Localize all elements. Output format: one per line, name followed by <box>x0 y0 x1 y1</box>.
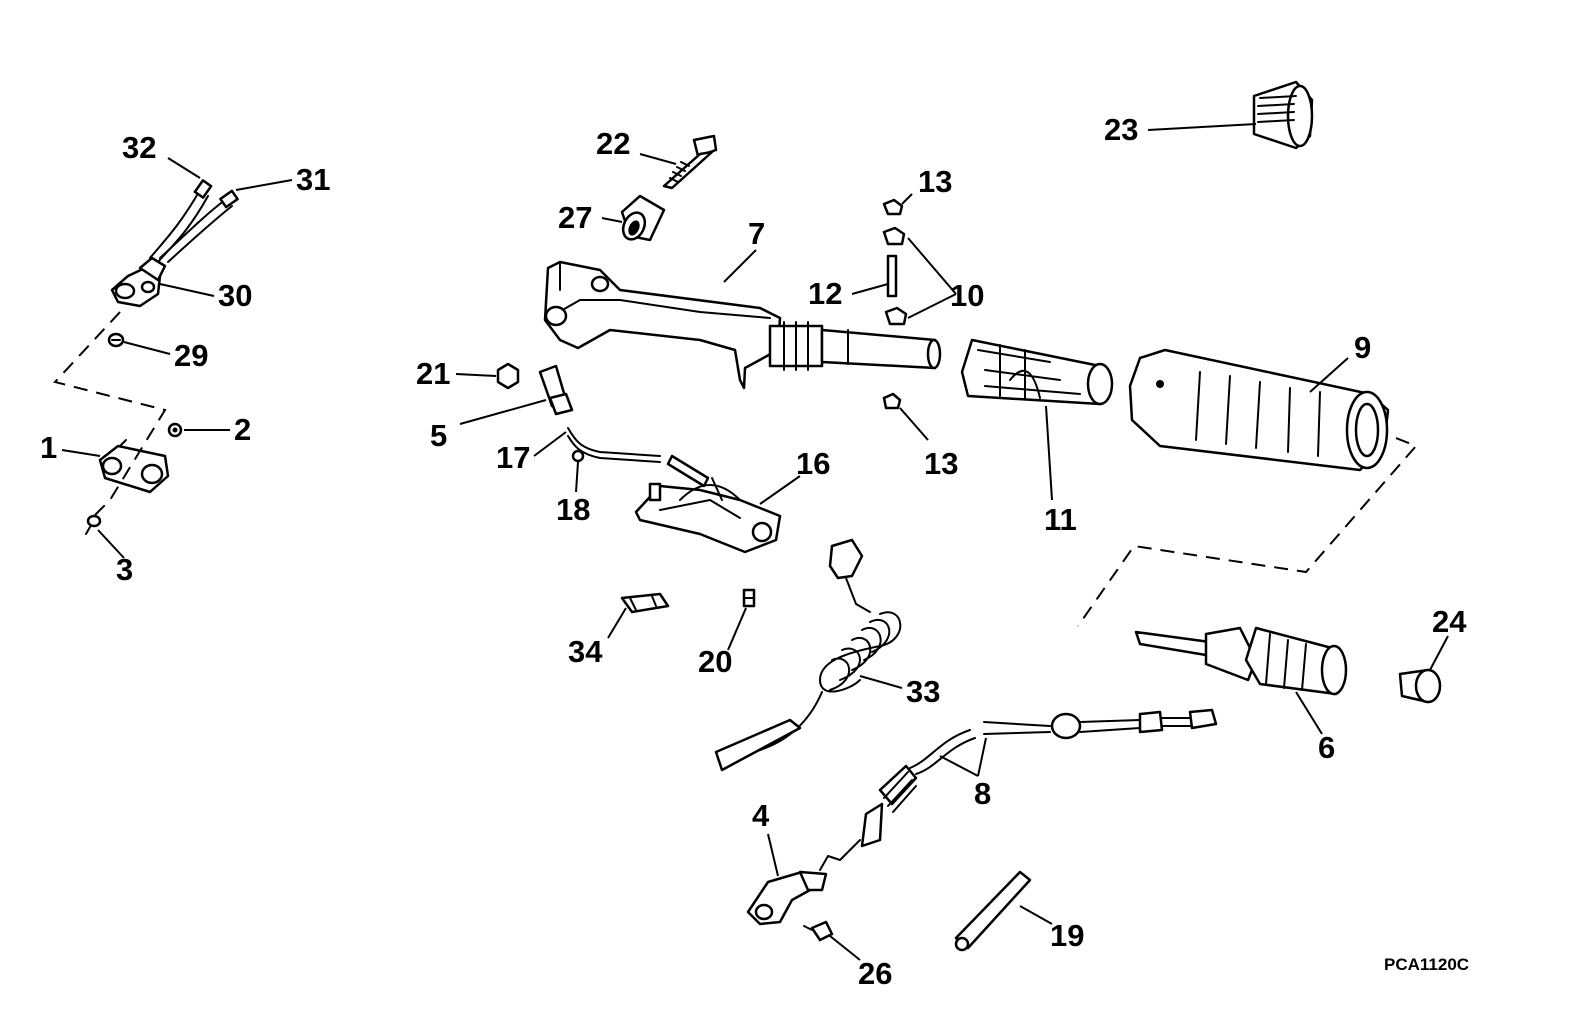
callout-12: 12 <box>808 276 842 311</box>
callout-18: 18 <box>556 492 590 527</box>
callout-6: 6 <box>1318 730 1335 765</box>
callout-24: 24 <box>1432 604 1467 639</box>
callout-5: 5 <box>430 418 447 453</box>
part-wire-harness-30 <box>110 179 239 308</box>
part-screw-20 <box>742 588 756 608</box>
part-spacers-10-13 <box>882 198 908 410</box>
part-tiller-arm-7 <box>543 260 942 390</box>
callout-1: 1 <box>40 430 57 465</box>
part-nut-21 <box>496 362 520 390</box>
callout-4: 4 <box>752 798 770 833</box>
part-plug-5 <box>538 364 574 416</box>
part-screw-29 <box>107 332 125 348</box>
callout-17: 17 <box>496 440 530 475</box>
callout-30: 30 <box>218 278 252 313</box>
callout-11: 11 <box>1044 502 1077 537</box>
assembly-line-left <box>53 311 167 516</box>
part-throttle-cam-11 <box>960 338 1114 406</box>
callout-31: 31 <box>296 162 330 197</box>
part-lanyard-33 <box>714 538 902 772</box>
assembly-line-right <box>1077 437 1418 627</box>
callout-23: 23 <box>1104 112 1138 147</box>
part-screw-3 <box>85 514 102 535</box>
callout-19: 19 <box>1050 918 1084 953</box>
callout-32: 32 <box>122 130 156 165</box>
callout-27: 27 <box>558 200 592 235</box>
callout-20: 20 <box>698 644 732 679</box>
part-stop-switch-16 <box>634 477 782 554</box>
callout-7: 7 <box>748 216 765 251</box>
part-rod-19 <box>954 870 1032 952</box>
callout-13-top: 13 <box>918 164 952 199</box>
callout-16: 16 <box>796 446 830 481</box>
part-grip-9 <box>1128 348 1390 472</box>
part-cap-24 <box>1398 668 1442 704</box>
callout-3: 3 <box>116 552 133 587</box>
callout-2: 2 <box>234 412 251 447</box>
callout-13-bottom: 13 <box>924 446 958 481</box>
leader-lines <box>61 123 1449 961</box>
part-bracket-4 <box>746 870 828 926</box>
part-ground-wire-17-18 <box>567 427 710 488</box>
part-bracket-1 <box>98 439 170 494</box>
callout-21: 21 <box>416 356 450 391</box>
part-bolt-22 <box>662 134 718 190</box>
callout-9: 9 <box>1354 330 1371 365</box>
callout-33: 33 <box>906 674 940 709</box>
part-clip-34 <box>620 592 670 614</box>
diagram-code: PCA1120C <box>1384 955 1469 974</box>
callout-26: 26 <box>858 956 892 991</box>
part-bushing-27 <box>620 194 666 242</box>
callout-29: 29 <box>174 338 208 373</box>
callout-10: 10 <box>950 278 984 313</box>
callout-34: 34 <box>568 634 603 669</box>
callout-8: 8 <box>974 776 991 811</box>
part-pin-12 <box>886 254 898 298</box>
part-screw-26 <box>803 920 834 942</box>
part-nut-2 <box>167 422 183 438</box>
part-cap-23 <box>1252 80 1314 150</box>
callout-22: 22 <box>596 126 630 161</box>
part-cables-8 <box>819 708 1218 871</box>
part-throttle-shaft-6 <box>1134 626 1348 696</box>
